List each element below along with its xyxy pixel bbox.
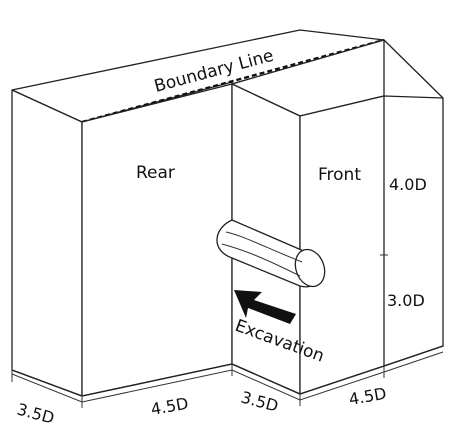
- boundary-line: [81, 38, 385, 124]
- bottom-dimension-label: 4.5D: [347, 384, 387, 409]
- tunnel-cylinder: [216, 219, 326, 288]
- rear-left-side-face: [11, 89, 83, 397]
- bottom-dimension-label: 4.5D: [149, 394, 189, 419]
- rear-label: Rear: [136, 163, 175, 183]
- ground-line: [11, 345, 444, 397]
- front-label: Front: [318, 165, 361, 185]
- excavation-arrow: [234, 290, 296, 324]
- right-top-edge: [383, 39, 444, 99]
- bottom-dimension-label: 3.5D: [15, 400, 56, 423]
- bottom-dimension-label: 3.5D: [239, 388, 280, 416]
- front-upper-height-label: 4.0D: [389, 175, 427, 194]
- bottom-dimension-lines: [11, 351, 444, 408]
- rear-front-face: [81, 83, 233, 397]
- front-lower-height-label: 3.0D: [387, 291, 425, 310]
